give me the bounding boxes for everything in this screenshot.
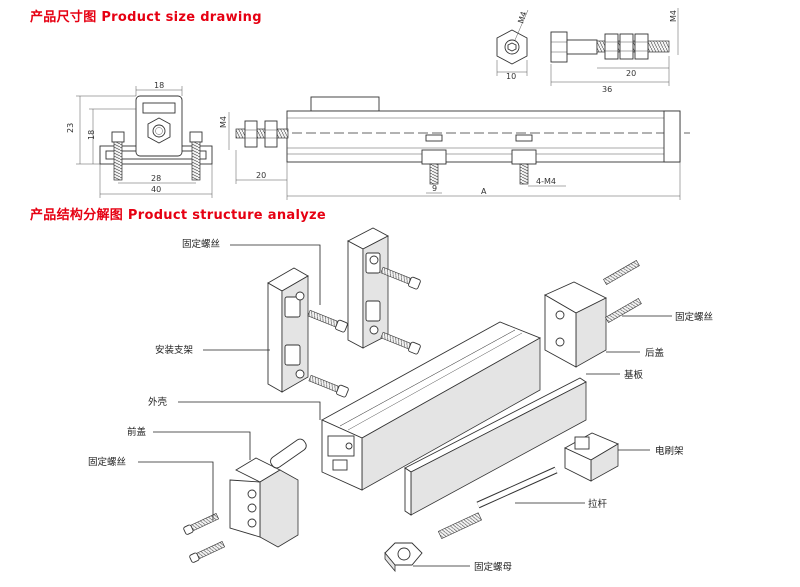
rear-cover-block bbox=[310, 96, 380, 112]
dim-18-top: 18 bbox=[154, 81, 164, 90]
label-pull-rod: 拉杆 bbox=[588, 498, 608, 510]
nut-hole bbox=[152, 124, 166, 138]
housing-top-slot bbox=[142, 102, 176, 114]
rod-nut-2 bbox=[264, 120, 278, 148]
label-mounting-bracket: 安装支架 bbox=[155, 344, 194, 356]
slider-block-2 bbox=[511, 149, 537, 165]
label-fixing-screw-top: 固定螺丝 bbox=[182, 238, 220, 250]
slider-head-1 bbox=[425, 134, 443, 142]
label-brush-holder: 电刷架 bbox=[655, 445, 684, 457]
dim-40: 40 bbox=[151, 185, 161, 194]
structure-title: 产品结构分解图 Product structure analyze bbox=[30, 208, 326, 223]
front-screws bbox=[183, 513, 226, 563]
housing-side bbox=[286, 110, 681, 163]
screw-head-right bbox=[189, 131, 203, 143]
mounting-bracket-2 bbox=[347, 227, 389, 349]
rod-thread bbox=[235, 128, 289, 139]
rod-body bbox=[566, 39, 598, 55]
dim-m4-nut: M4 bbox=[516, 10, 528, 24]
bracket-screws bbox=[307, 266, 421, 398]
dim-m4-side: M4 bbox=[219, 116, 228, 128]
screw-thread-left bbox=[113, 141, 123, 181]
pull-rod-part bbox=[437, 466, 558, 540]
leaders bbox=[138, 244, 672, 567]
base-plate-part bbox=[404, 377, 587, 516]
slider-block-1 bbox=[421, 149, 447, 165]
dim-18-side: 18 bbox=[87, 130, 96, 140]
nut-detail: M4 10 bbox=[496, 9, 529, 81]
label-base-plate: 基板 bbox=[624, 369, 644, 381]
dim-a: A bbox=[481, 187, 487, 196]
brush-holder-part bbox=[564, 432, 619, 482]
dim-10: 10 bbox=[506, 72, 516, 81]
front-cover-part bbox=[229, 438, 307, 548]
screw-thread-right bbox=[191, 141, 201, 181]
label-fixing-nut: 固定螺母 bbox=[474, 561, 512, 573]
dim-28: 28 bbox=[151, 174, 161, 183]
mounting-bracket-1 bbox=[267, 267, 309, 393]
label-rear-cover: 后盖 bbox=[645, 347, 665, 359]
size-drawing-title: 产品尺寸图 Product size drawing bbox=[30, 10, 262, 25]
dim-20-rod: 20 bbox=[626, 69, 636, 78]
dim-4-m4: 4-M4 bbox=[536, 177, 556, 186]
label-fixing-screw-left: 固定螺丝 bbox=[88, 456, 126, 468]
screw-head-left bbox=[111, 131, 125, 143]
rod-nut-1 bbox=[244, 120, 258, 148]
rod-end-block bbox=[550, 31, 568, 63]
rod-detail: M4 20 36 bbox=[550, 8, 679, 94]
dim-9: 9 bbox=[432, 184, 437, 193]
dim-36: 36 bbox=[602, 85, 612, 94]
rear-cover-part bbox=[544, 281, 608, 368]
end-view: 18 23 18 28 40 bbox=[66, 81, 213, 198]
dim-m4-rod: M4 bbox=[669, 10, 678, 22]
slider-head-2 bbox=[515, 134, 533, 142]
dim-20: 20 bbox=[256, 171, 266, 180]
fixing-nut-part bbox=[384, 542, 423, 573]
rear-screws bbox=[603, 259, 642, 324]
label-front-cover: 前盖 bbox=[127, 426, 147, 438]
front-end bbox=[663, 110, 681, 163]
side-view: M4 20 9 4-M4 A bbox=[219, 96, 690, 200]
label-housing: 外壳 bbox=[148, 396, 168, 408]
dim-23: 23 bbox=[66, 123, 75, 133]
housing-part bbox=[320, 321, 542, 491]
label-fixing-screw-right: 固定螺丝 bbox=[675, 311, 713, 323]
